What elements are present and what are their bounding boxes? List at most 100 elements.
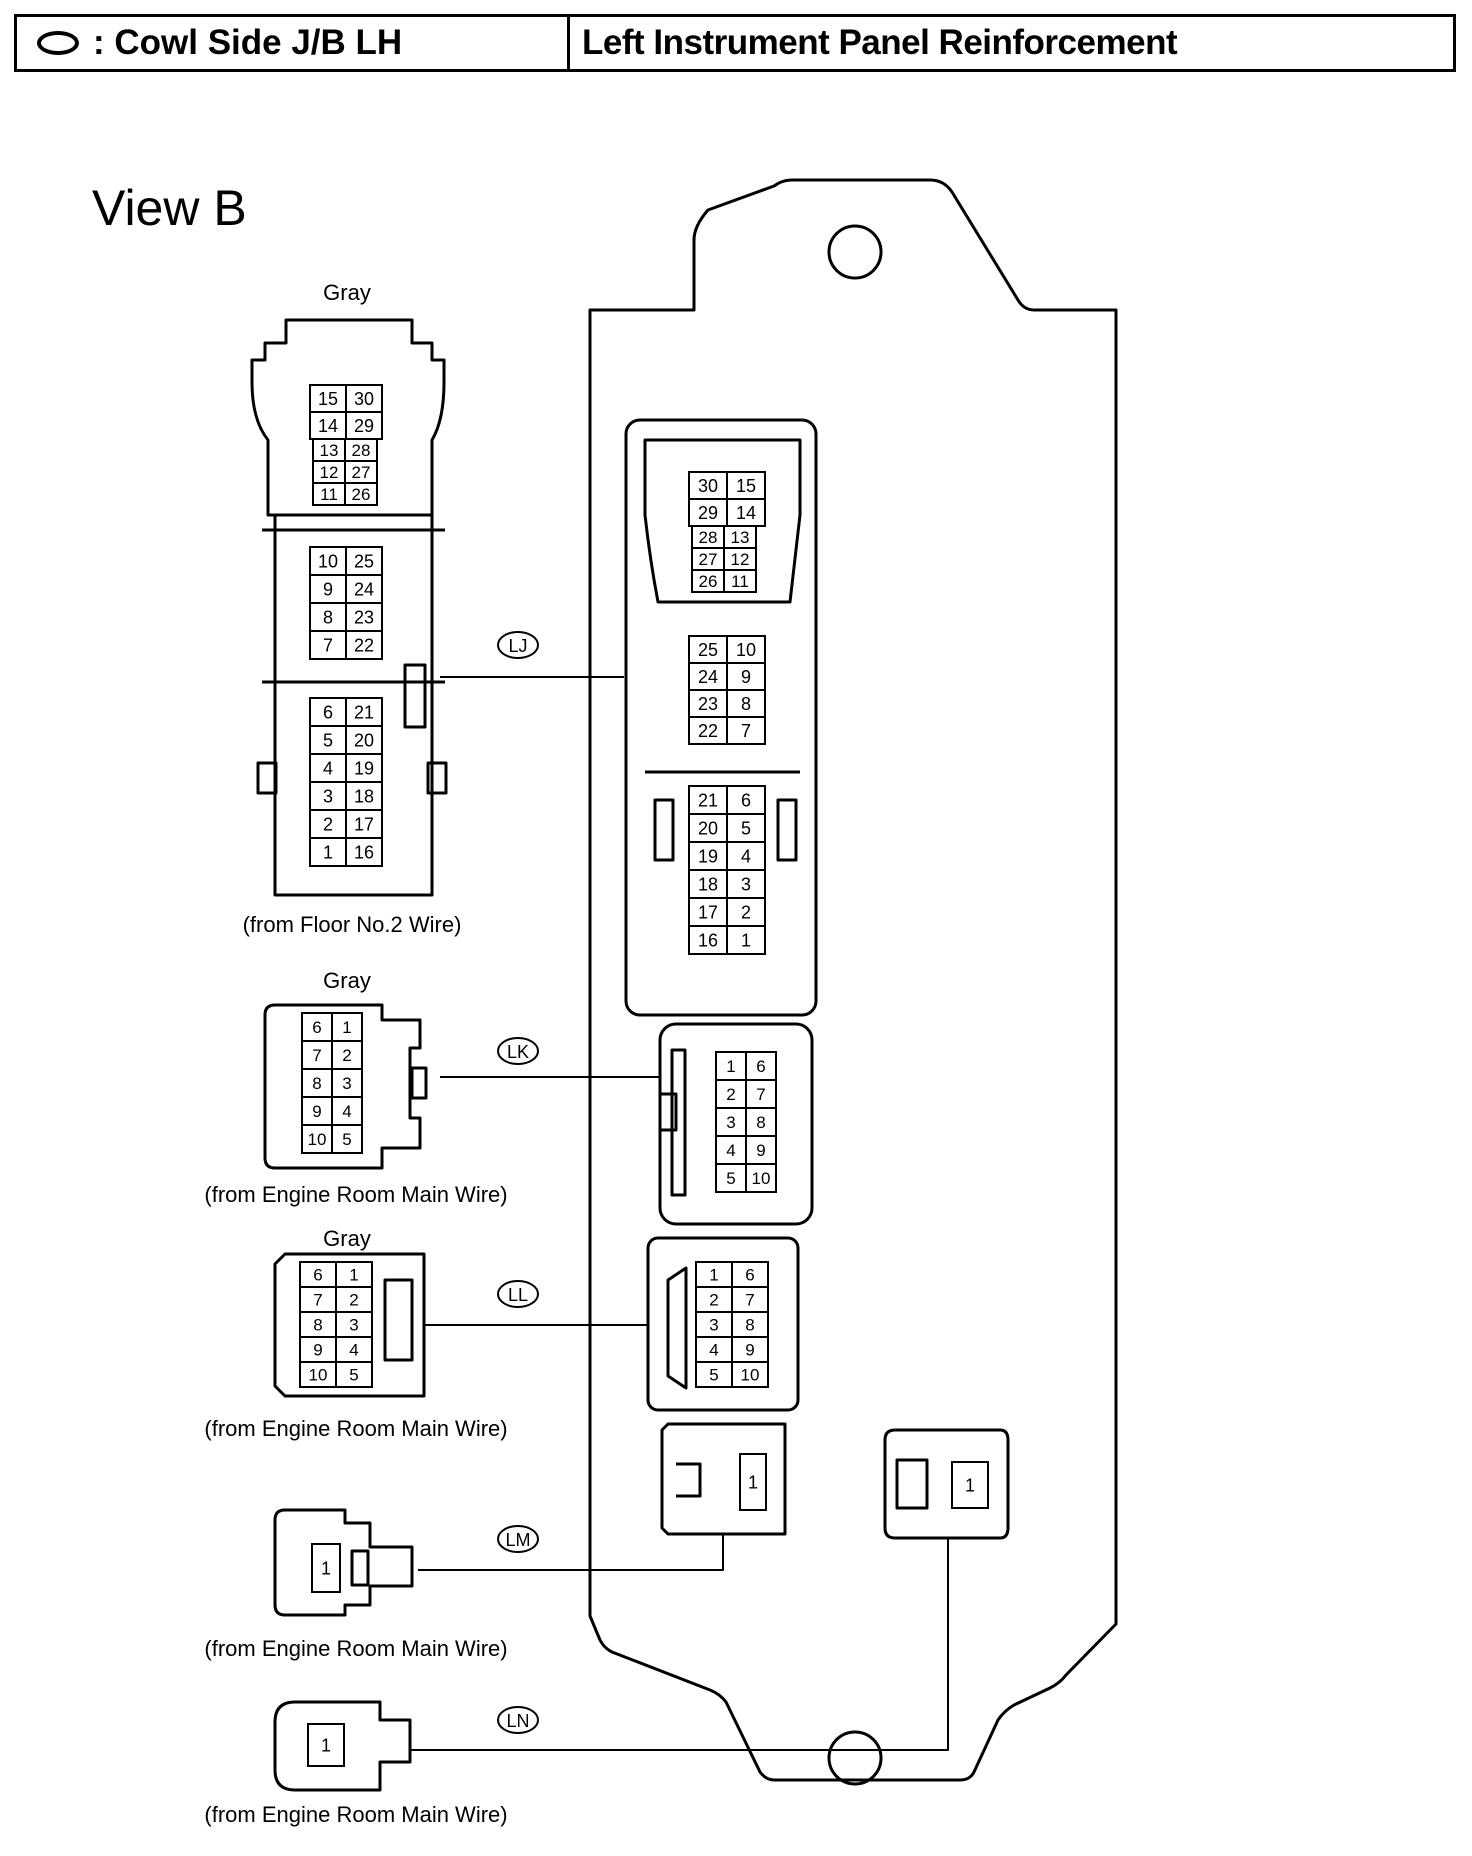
lk-plug-pin-number: 8 — [312, 1074, 321, 1093]
lj-plug-pin-number: 12 — [320, 463, 339, 482]
lk-plug-pin-number: 6 — [312, 1018, 321, 1037]
header-location: Left Instrument Panel Reinforcement — [582, 23, 1178, 62]
lj-jack-pin-number: 15 — [736, 476, 756, 496]
lj-plug-lock — [403, 663, 427, 729]
ln-jack-pin-window: 1 — [951, 1461, 989, 1509]
ll-plug-pin-number: 1 — [349, 1266, 358, 1285]
lk-plug-lock — [410, 1066, 428, 1100]
lj-plug-pin-number: 1 — [323, 842, 333, 862]
ln-plug-pin-cell — [307, 1723, 345, 1767]
lj-plug-pin-cell — [344, 482, 378, 506]
ll-plug-pin-number: 5 — [349, 1366, 358, 1385]
lm-plug-lock — [350, 1549, 370, 1587]
lk-plug-pin-number: 1 — [342, 1018, 351, 1037]
ln-jack-pin-number: 1 — [965, 1475, 975, 1495]
lj-jack-pin-cell — [726, 925, 766, 955]
ln-leader-line — [410, 1538, 949, 1751]
header-bar: : Cowl Side J/B LH Left Instrument Panel… — [14, 14, 1456, 72]
ll-jack-pin-number: 3 — [709, 1316, 718, 1335]
lj-jack-pin-number: 27 — [699, 550, 718, 569]
ll-jack-pin-number: 2 — [709, 1291, 718, 1310]
lj-plug-pin-cell — [345, 837, 383, 867]
ll-color-label: Gray — [323, 1226, 371, 1251]
lk-plug-pin-number: 4 — [342, 1102, 351, 1121]
lj-jack-pin-number: 8 — [741, 694, 751, 714]
lm-plug-pin-window: 1 — [311, 1543, 341, 1593]
lj-jack-side-tab — [653, 798, 675, 862]
lj-jack-pin-number: 21 — [698, 790, 718, 810]
lj-plug-pin-number: 18 — [354, 786, 374, 806]
lj-jack-housing — [624, 418, 818, 1017]
lk-jack-latch — [670, 1048, 687, 1197]
lj-plug-pin-number: 16 — [354, 842, 374, 862]
lj-jack-pin-number: 16 — [698, 930, 718, 950]
lj-jack-pin-number: 19 — [698, 846, 718, 866]
lm-plug-pin-cell — [311, 1543, 341, 1593]
lj-jack-pin-cell — [726, 716, 766, 745]
lj-jack-pin-number: 18 — [698, 874, 718, 894]
lj-plug-pin-number: 21 — [354, 702, 374, 722]
ln-plug-pin-number: 1 — [321, 1735, 331, 1755]
lj-jack-pin-number: 17 — [698, 902, 718, 922]
ll-jack-pin-number: 10 — [741, 1366, 760, 1385]
lj-plug-pin-number: 17 — [354, 814, 374, 834]
lj-jack-pin-number: 7 — [741, 721, 751, 741]
ln-source-label: (from Engine Room Main Wire) — [204, 1802, 507, 1827]
ll-jack-housing — [646, 1236, 800, 1412]
ll-jack-pin-number: 6 — [745, 1266, 754, 1285]
lj-jack-pin-number: 28 — [699, 528, 718, 547]
lj-jack-pin-number: 24 — [698, 667, 718, 687]
lj-plug-pin-number: 27 — [352, 463, 371, 482]
lj-color-label: Gray — [323, 280, 371, 305]
ln-jack-lock — [895, 1458, 929, 1510]
lj-jack-pin-number: 6 — [741, 790, 751, 810]
lj-plug-pin-number: 23 — [354, 607, 374, 627]
lk-jack-pin-number: 2 — [726, 1085, 735, 1104]
lk-jack-pin-number: 9 — [756, 1141, 765, 1160]
lj-code-badge: LJ — [497, 631, 539, 659]
ln-plug-housing — [273, 1700, 412, 1792]
lm-source-label: (from Engine Room Main Wire) — [204, 1636, 507, 1661]
lj-jack-pin-number: 1 — [741, 930, 751, 950]
lj-jack-pin-number: 23 — [698, 694, 718, 714]
ll-plug-pin-number: 10 — [309, 1366, 328, 1385]
lj-plug-pin-number: 4 — [323, 758, 333, 778]
ln-jack-pin-cell — [951, 1461, 989, 1509]
lk-jack-pin-number: 7 — [756, 1085, 765, 1104]
lk-source-label: (from Engine Room Main Wire) — [204, 1182, 507, 1207]
ll-plug-pin-number: 7 — [313, 1291, 322, 1310]
lm-code-badge: LM — [497, 1525, 539, 1553]
lj-jack-pin-number: 13 — [731, 528, 750, 547]
lk-jack-pin-cell — [745, 1163, 777, 1193]
lj-code-text: LJ — [508, 636, 527, 656]
ll-code-badge: LL — [497, 1280, 539, 1308]
lj-plug-pin-number: 7 — [323, 635, 333, 655]
ln-code-text: LN — [506, 1711, 529, 1731]
lj-plug-pin-number: 28 — [352, 441, 371, 460]
lj-jack-pin-number: 3 — [741, 874, 751, 894]
lm-plug-housing — [273, 1508, 414, 1617]
lj-jack-top-latch — [643, 438, 802, 604]
lj-jack-pin-number: 30 — [698, 476, 718, 496]
ll-plug-pin-number: 3 — [349, 1316, 358, 1335]
oval-icon — [37, 31, 79, 55]
lj-plug-pin-number: 25 — [354, 551, 374, 571]
lj-plug-pin-number: 3 — [323, 786, 333, 806]
lk-plug-housing — [263, 1003, 422, 1170]
lj-plug-pin-number: 15 — [318, 389, 338, 409]
lj-jack-pin-number: 10 — [736, 640, 756, 660]
lm-jack-pin-cell — [739, 1453, 767, 1511]
lj-plug-pin-number: 24 — [354, 579, 374, 599]
lk-plug-pin-number: 2 — [342, 1046, 351, 1065]
lj-jack-pin-number: 12 — [731, 550, 750, 569]
ln-plug-pin-window: 1 — [307, 1723, 345, 1767]
lk-jack-pin-number: 3 — [726, 1113, 735, 1132]
lj-plug-side-tab — [426, 761, 448, 795]
lj-plug-pin-number: 10 — [318, 551, 338, 571]
